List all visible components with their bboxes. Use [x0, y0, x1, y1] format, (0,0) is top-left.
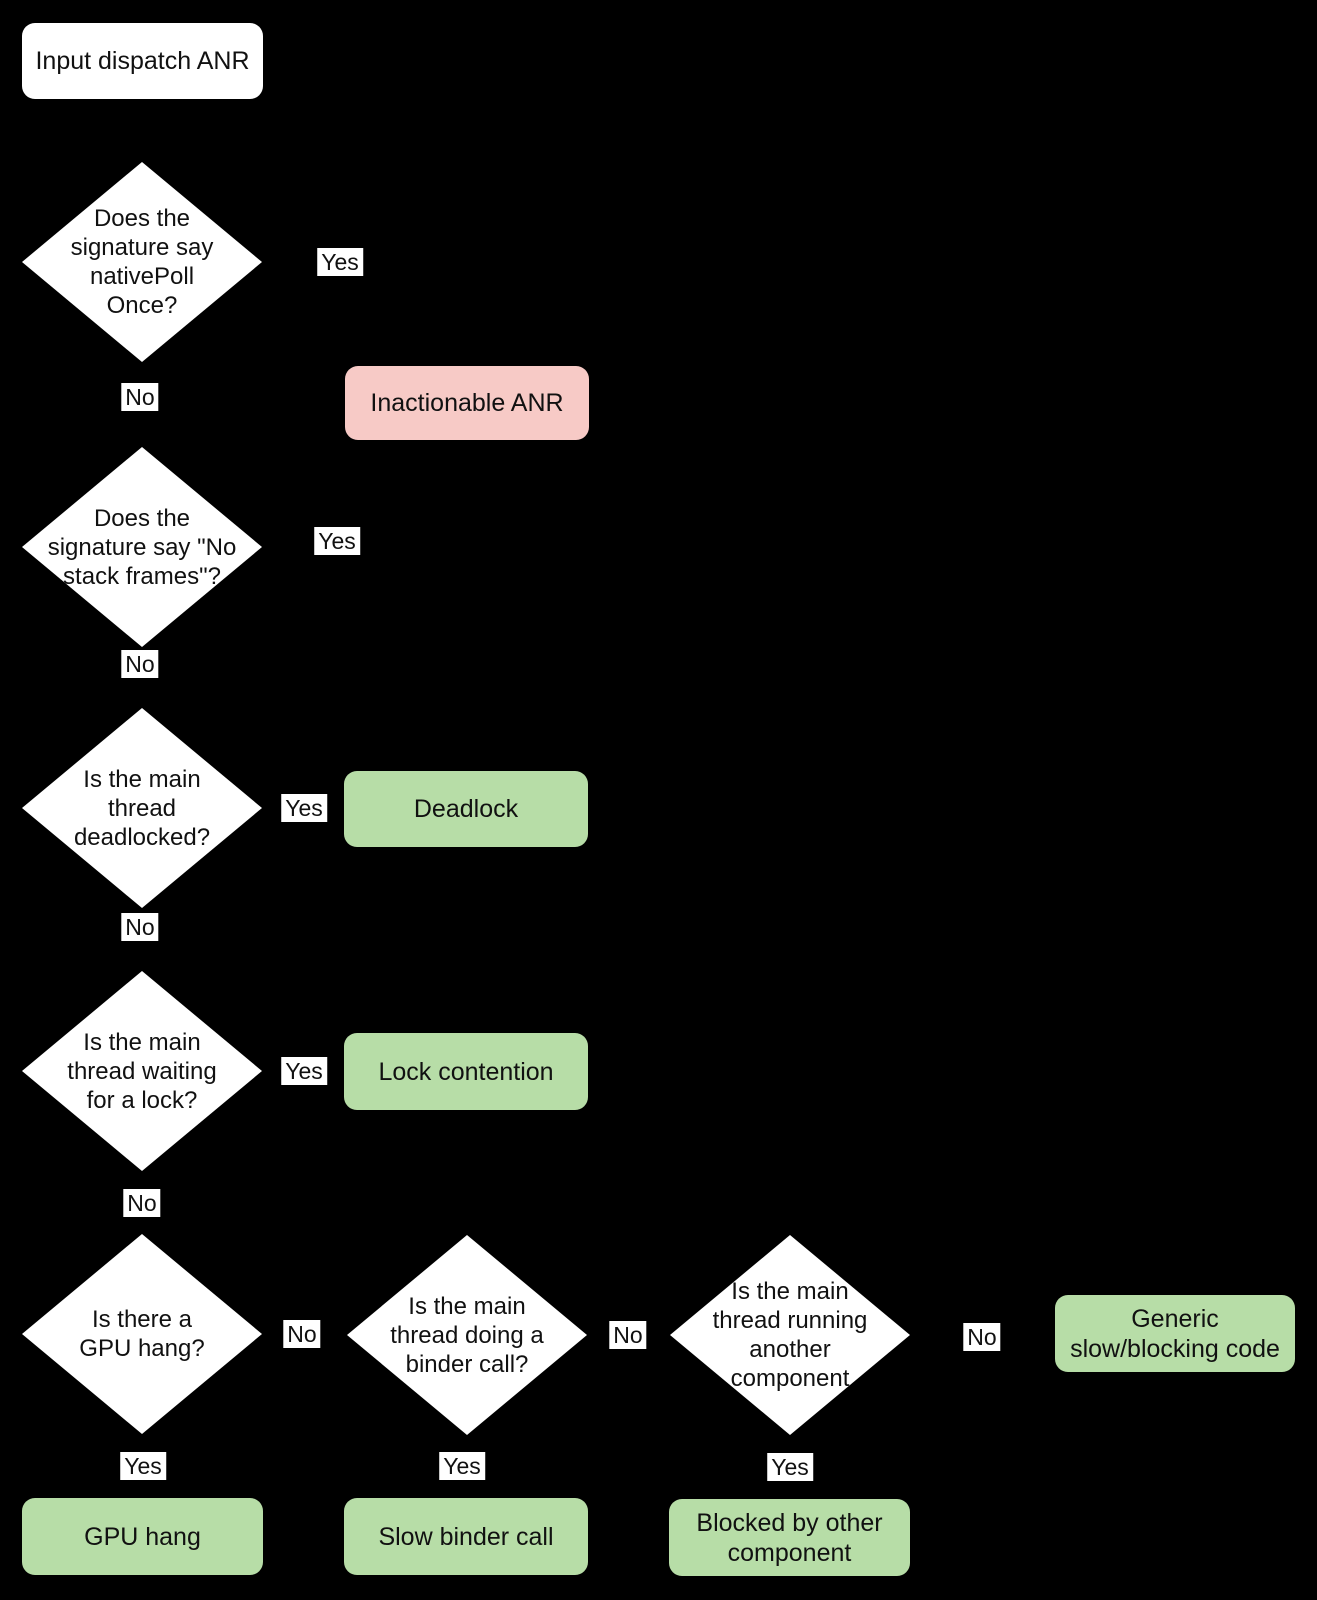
edge-label-yes-no-stack-frames: Yes [314, 527, 360, 555]
decision-no-stack-frames: Does the signature say "No stack frames"… [22, 447, 262, 647]
edge-label-no-other-component: No [963, 1323, 1001, 1351]
decision-native-poll-once: Does the signature say nativePoll Once? [22, 162, 262, 362]
outcome-deadlock: Deadlock [344, 771, 588, 847]
edge-label-yes-other-component: Yes [767, 1453, 813, 1481]
outcome-inactionable-anr: Inactionable ANR [345, 366, 589, 440]
edge-label-no-binder-call: No [609, 1321, 647, 1349]
edge-label-yes-deadlocked: Yes [281, 794, 327, 822]
outcome-slow-binder-call: Slow binder call [344, 1498, 588, 1575]
edge-label-yes-waiting-lock: Yes [281, 1057, 327, 1085]
outcome-blocked-by-other-component: Blocked by other component [669, 1499, 910, 1576]
edge-label-yes-binder-call: Yes [439, 1452, 485, 1480]
outcome-generic-slow-blocking-code: Generic slow/blocking code [1055, 1295, 1295, 1372]
edge-label-yes-gpu-hang: Yes [120, 1452, 166, 1480]
edge-label-no-waiting-lock: No [123, 1189, 161, 1217]
edge-label-no-deadlocked: No [121, 913, 159, 941]
outcome-gpu-hang: GPU hang [22, 1498, 263, 1575]
decision-gpu-hang: Is there a GPU hang? [22, 1234, 262, 1434]
decision-main-thread-deadlocked: Is the main thread deadlocked? [22, 708, 262, 908]
decision-binder-call: Is the main thread doing a binder call? [347, 1235, 587, 1435]
decision-main-thread-waiting-lock: Is the main thread waiting for a lock? [22, 971, 262, 1171]
edge-label-no-no-stack-frames: No [121, 650, 159, 678]
edge-label-yes-native-poll: Yes [317, 248, 363, 276]
outcome-lock-contention: Lock contention [344, 1033, 588, 1110]
start-node-input-dispatch-anr: Input dispatch ANR [22, 23, 263, 99]
edge-label-no-native-poll: No [121, 383, 159, 411]
decision-running-other-component: Is the main thread running another compo… [670, 1235, 910, 1435]
edge-label-no-gpu-hang: No [283, 1320, 321, 1348]
